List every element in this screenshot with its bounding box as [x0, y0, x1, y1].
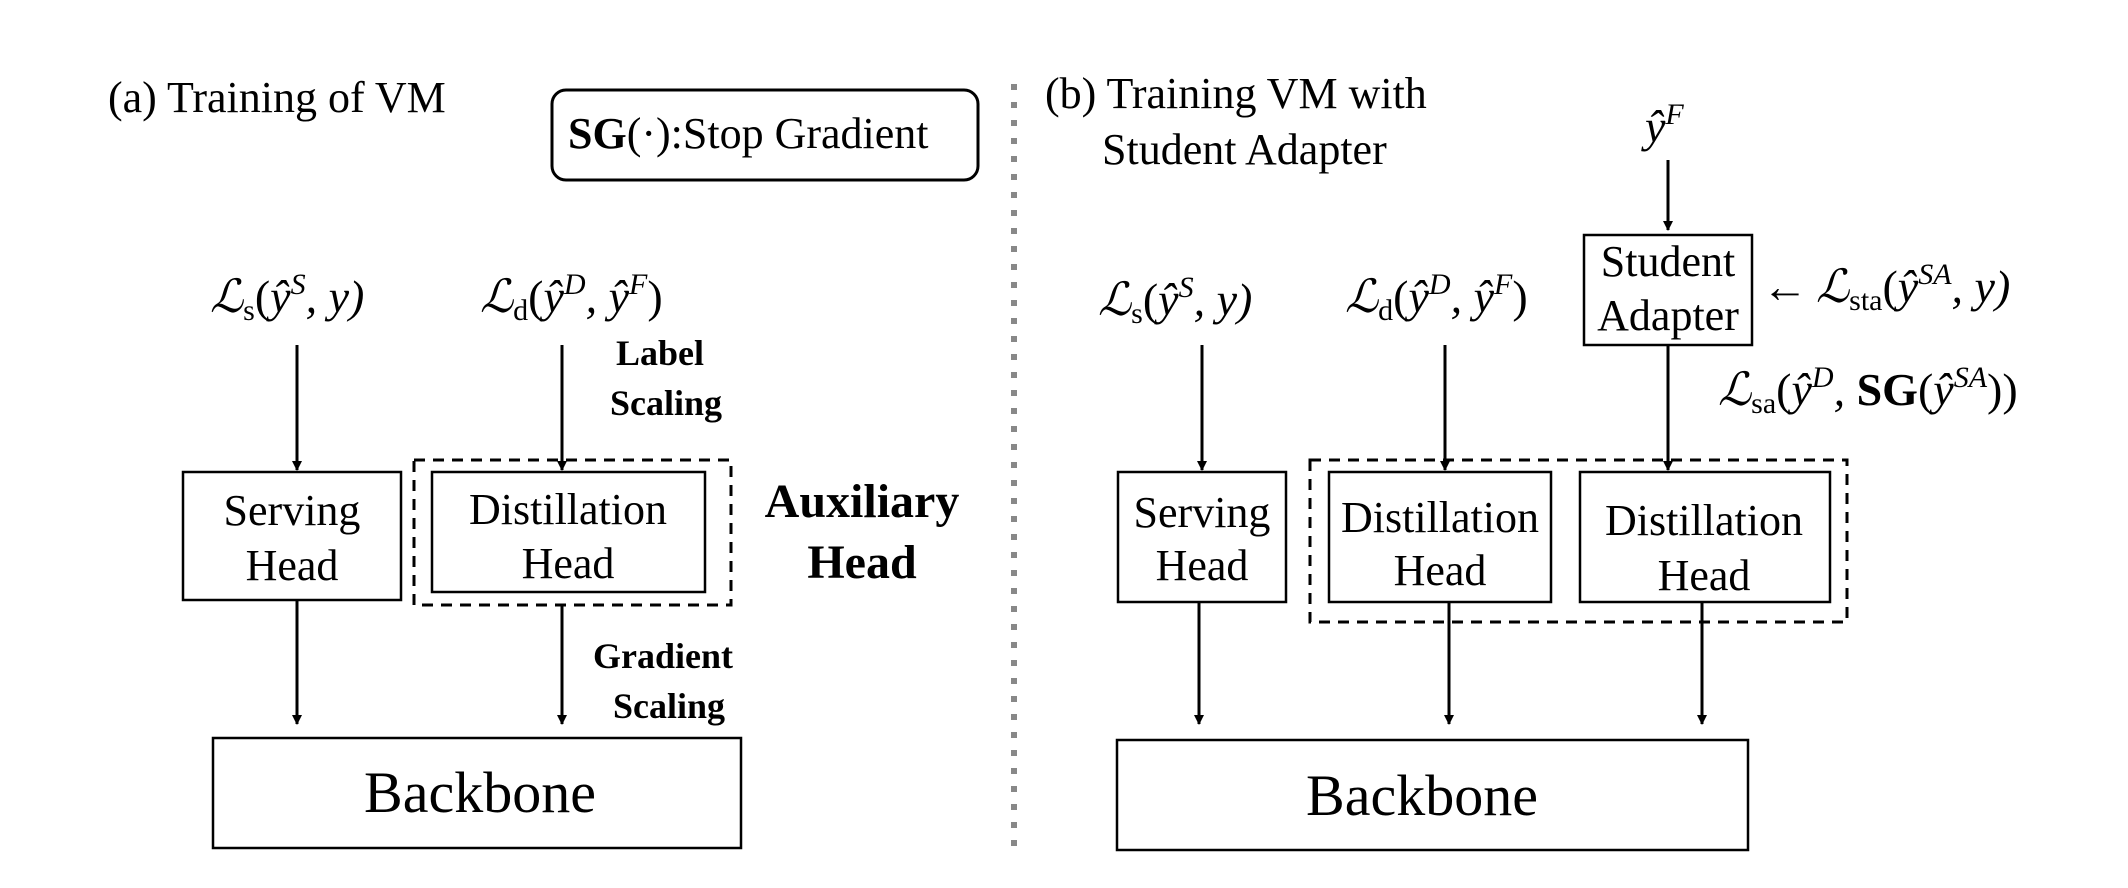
paren: ( [1918, 364, 1933, 415]
student-adapter-box [1582, 233, 1754, 347]
gradient-scaling-line2: Scaling [613, 686, 725, 726]
loss-sta: ←ℒsta(ŷSA, y) [1762, 258, 2010, 317]
panel-b: (b) Training VM with Student Adapter ŷF … [1045, 69, 2018, 852]
loss-serving-b: ℒs(ŷS, y) [1098, 271, 1252, 330]
loss-sub: s [243, 294, 255, 327]
gradient-scaling-line1: Gradient [593, 636, 733, 676]
stop-gradient-legend: SG(·):Stop Gradient [568, 109, 929, 158]
paren: ( [1393, 271, 1408, 322]
panel-b-caption-line1: (b) Training VM with [1045, 69, 1427, 118]
rest: , y) [1194, 274, 1253, 325]
loss-serving-a: ℒs(ŷS, y) [210, 268, 364, 327]
y-hat: ŷ [1787, 364, 1812, 415]
auxiliary-head-container-a [412, 458, 733, 607]
y-hat: ŷ [1470, 271, 1495, 322]
distillation-head-a-line1: Distillation [469, 485, 667, 534]
distillation-head-b2-line2: Head [1658, 551, 1751, 600]
loss-sa: ℒsa(ŷD, SG(ŷSA)) [1718, 361, 2018, 420]
serving-head-b-line2: Head [1156, 541, 1249, 590]
backbone-box-a [211, 736, 743, 850]
y-hat: ŷ [1894, 261, 1919, 312]
loss-script: ℒ [480, 271, 514, 322]
distillation-head-box-b2 [1578, 470, 1832, 604]
y-hat: ŷ [1154, 274, 1179, 325]
y-hat: ŷ [266, 271, 291, 322]
paren: ( [1882, 261, 1897, 312]
y-hat: ŷ [605, 271, 630, 322]
serving-head-a-line2: Head [246, 541, 339, 590]
sup: F [1493, 268, 1513, 301]
serving-head-box-a [181, 470, 403, 602]
sup: SA [1954, 361, 1988, 394]
loss-sub: s [1131, 297, 1143, 330]
loss-sub: sa [1751, 387, 1776, 420]
serving-head-b-line1: Serving [1134, 488, 1271, 537]
serving-head-box-b [1116, 470, 1288, 604]
sup: SA [1918, 258, 1952, 291]
auxiliary-head-container-b [1308, 458, 1849, 624]
paren: ( [528, 271, 543, 322]
distillation-head-b1-line1: Distillation [1341, 493, 1539, 542]
y-hat: ŷ [1929, 364, 1954, 415]
rest: , y) [1952, 261, 2011, 312]
distillation-head-a-line2: Head [522, 539, 615, 588]
sg-legend-text: :Stop Gradient [671, 109, 929, 158]
serving-head-a-line1: Serving [224, 486, 361, 535]
backbone-b-label: Backbone [1306, 763, 1538, 828]
sg-symbol: SG [1857, 364, 1918, 415]
rest: , y) [306, 271, 365, 322]
sup: F [628, 268, 648, 301]
student-adapter-line1: Student [1601, 237, 1735, 286]
paren: ( [255, 271, 270, 322]
loss-sub: d [513, 294, 528, 327]
label-scaling-line2: Scaling [610, 383, 722, 423]
panel-a: (a) Training of VM SG(·):Stop Gradient ℒ… [108, 73, 980, 850]
comma: , [1834, 364, 1857, 415]
loss-script: ℒ [210, 271, 244, 322]
distillation-head-box-a [430, 470, 707, 594]
stop-gradient-legend-box [550, 88, 980, 182]
auxiliary-head-label-line2: Head [807, 536, 917, 589]
comma: , [1451, 271, 1474, 322]
paren: ( [1776, 364, 1791, 415]
y-hat: ŷ [1641, 101, 1666, 152]
auxiliary-head-label-line1: Auxiliary [765, 475, 960, 528]
loss-script: ℒ [1718, 364, 1752, 415]
left-arrow-icon: ← [1762, 261, 1808, 312]
y-hat: ŷ [1404, 271, 1429, 322]
paren: ) [1512, 271, 1527, 322]
loss-sub: sta [1849, 284, 1882, 317]
student-adapter-line2: Adapter [1597, 291, 1739, 340]
sup: D [563, 268, 586, 301]
loss-script: ℒ [1816, 261, 1850, 312]
loss-distill-b: ℒd(ŷD, ŷF) [1345, 268, 1528, 327]
paren: ( [1143, 274, 1158, 325]
label-scaling-line1: Label [616, 333, 704, 373]
y-hat-f-input: ŷF [1641, 98, 1684, 152]
backbone-a-label: Backbone [364, 760, 596, 825]
panel-b-caption-line2: Student Adapter [1102, 125, 1387, 174]
sup: S [291, 268, 306, 301]
distillation-head-box-b1 [1327, 470, 1553, 604]
loss-script: ℒ [1098, 274, 1132, 325]
distillation-head-b1-line2: Head [1394, 546, 1487, 595]
paren: ) [647, 271, 662, 322]
sup: D [1428, 268, 1451, 301]
y-hat: ŷ [539, 271, 564, 322]
paren: )) [1987, 364, 2018, 415]
loss-distill-a: ℒd(ŷD, ŷF) [480, 268, 663, 327]
comma: , [586, 271, 609, 322]
distillation-head-b2-line1: Distillation [1605, 496, 1803, 545]
backbone-box-b [1115, 738, 1750, 852]
sup: D [1811, 361, 1834, 394]
sg-paren: (·) [627, 109, 671, 158]
sup: F [1664, 98, 1684, 131]
sup: S [1179, 271, 1194, 304]
sg-symbol: SG [568, 109, 627, 158]
loss-sub: d [1378, 294, 1393, 327]
panel-a-caption: (a) Training of VM [108, 73, 446, 122]
loss-script: ℒ [1345, 271, 1379, 322]
